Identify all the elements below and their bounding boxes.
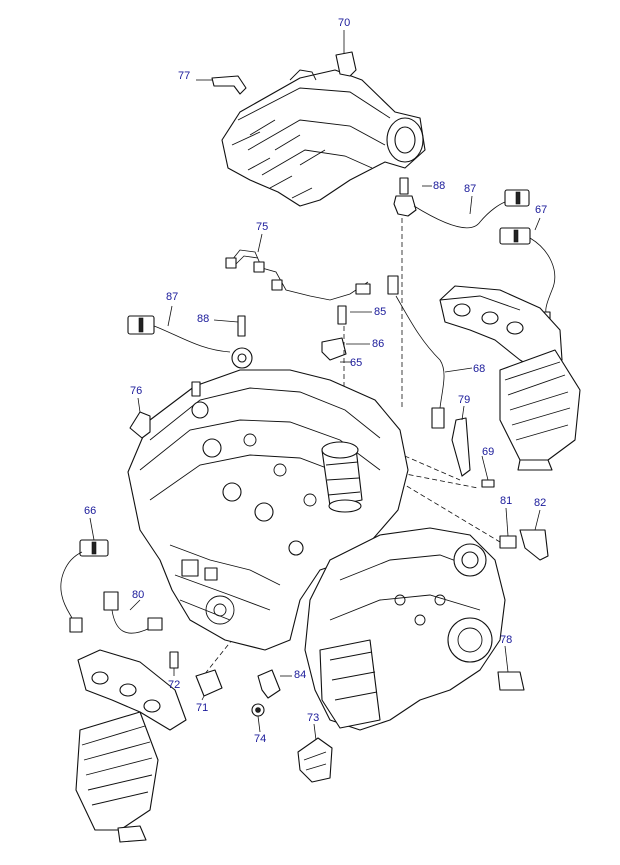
part-81-82 (499, 507, 549, 561)
oil-filter (321, 441, 363, 513)
callout-87a[interactable]: 87 (464, 183, 476, 195)
callout-88a[interactable]: 88 (433, 180, 445, 192)
part-73-bracket (297, 723, 333, 783)
callout-75[interactable]: 75 (256, 221, 268, 233)
part-72-84 (169, 651, 223, 701)
part-77-clip (196, 75, 247, 95)
callout-65[interactable]: 65 (350, 357, 362, 369)
knock-sensor-left (127, 305, 253, 369)
part-79-69 (451, 405, 495, 488)
callout-68[interactable]: 68 (473, 363, 485, 375)
callout-77[interactable]: 77 (178, 70, 190, 82)
callout-84[interactable]: 71 (196, 702, 208, 714)
transaxle (304, 527, 506, 731)
knock-sensor-right (393, 177, 530, 229)
exhaust-manifold-left (75, 649, 187, 843)
callout-81[interactable]: 81 (500, 495, 512, 507)
wiring-harness-75 (225, 233, 371, 301)
part-76-bracket (129, 397, 151, 439)
intake-manifold (221, 69, 426, 207)
callout-74[interactable]: 74 (254, 733, 266, 745)
callout-70[interactable]: 70 (338, 17, 350, 29)
callout-80[interactable]: 80 (132, 589, 144, 601)
callout-71[interactable]: 84 (294, 669, 306, 681)
callout-85[interactable]: 85 (374, 306, 386, 318)
callout-73[interactable]: 73 (307, 712, 319, 724)
sensor-85-86 (321, 305, 372, 363)
callout-87b[interactable]: 87 (166, 291, 178, 303)
callout-82[interactable]: 82 (534, 497, 546, 509)
callout-67[interactable]: 67 (535, 204, 547, 216)
exhaust-manifold-right (439, 285, 581, 471)
callout-86[interactable]: 86 (372, 338, 384, 350)
oxygen-sensor-66 (60, 517, 109, 633)
part-70-bracket (335, 30, 357, 77)
callout-79[interactable]: 79 (458, 394, 470, 406)
callout-72[interactable]: 72 (168, 679, 180, 691)
callout-88b[interactable]: 88 (197, 313, 209, 325)
callout-76[interactable]: 76 (130, 385, 142, 397)
callout-78[interactable]: 78 (500, 634, 512, 646)
part-78-bracket (497, 645, 525, 691)
callout-69[interactable]: 69 (482, 446, 494, 458)
callout-66[interactable]: 66 (84, 505, 96, 517)
oxygen-sensor-68 (387, 275, 473, 429)
part-71-clip (257, 669, 292, 699)
part-74-nut (251, 703, 265, 733)
part-80-sensor (103, 591, 163, 634)
